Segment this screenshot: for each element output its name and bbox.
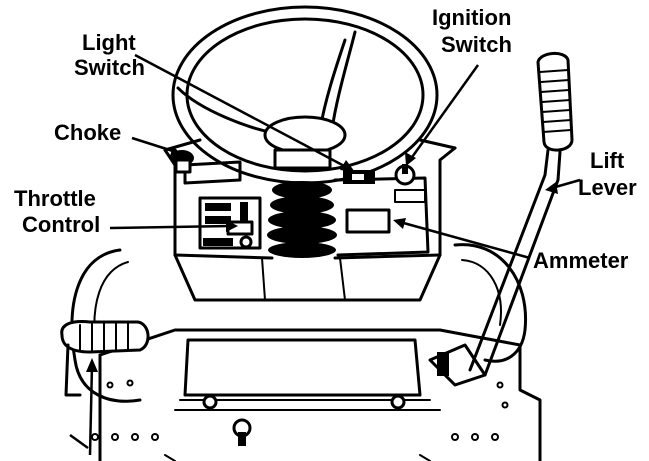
floor-deck bbox=[91, 328, 542, 461]
lift-lever-label-line2: Lever bbox=[578, 175, 637, 200]
ignition-switch bbox=[394, 164, 426, 203]
right-wheel bbox=[453, 243, 528, 363]
light-switch-label-line2: Switch bbox=[74, 55, 145, 80]
throttle-control-label-line2: Control bbox=[22, 212, 100, 237]
lift-lever bbox=[428, 52, 574, 387]
dashboard-console bbox=[163, 138, 457, 302]
leader-lines bbox=[69, 53, 581, 456]
lift-lever-label-line1: Lift bbox=[590, 148, 625, 173]
ignition-switch-label-line2: Switch bbox=[441, 32, 512, 57]
choke-label: Choke bbox=[54, 120, 121, 145]
throttle-control-panel bbox=[198, 196, 262, 250]
steering-column bbox=[267, 148, 337, 258]
light-switch bbox=[343, 170, 375, 184]
labels: Light Switch Ignition Switch Choke Throt… bbox=[14, 5, 637, 273]
throttle-control-label-line1: Throttle bbox=[14, 186, 96, 211]
ammeter bbox=[345, 208, 391, 234]
ignition-switch-label-line1: Ignition bbox=[432, 5, 511, 30]
ammeter-label: Ammeter bbox=[533, 248, 629, 273]
light-switch-label-line1: Light bbox=[82, 30, 136, 55]
pedal bbox=[60, 320, 150, 397]
